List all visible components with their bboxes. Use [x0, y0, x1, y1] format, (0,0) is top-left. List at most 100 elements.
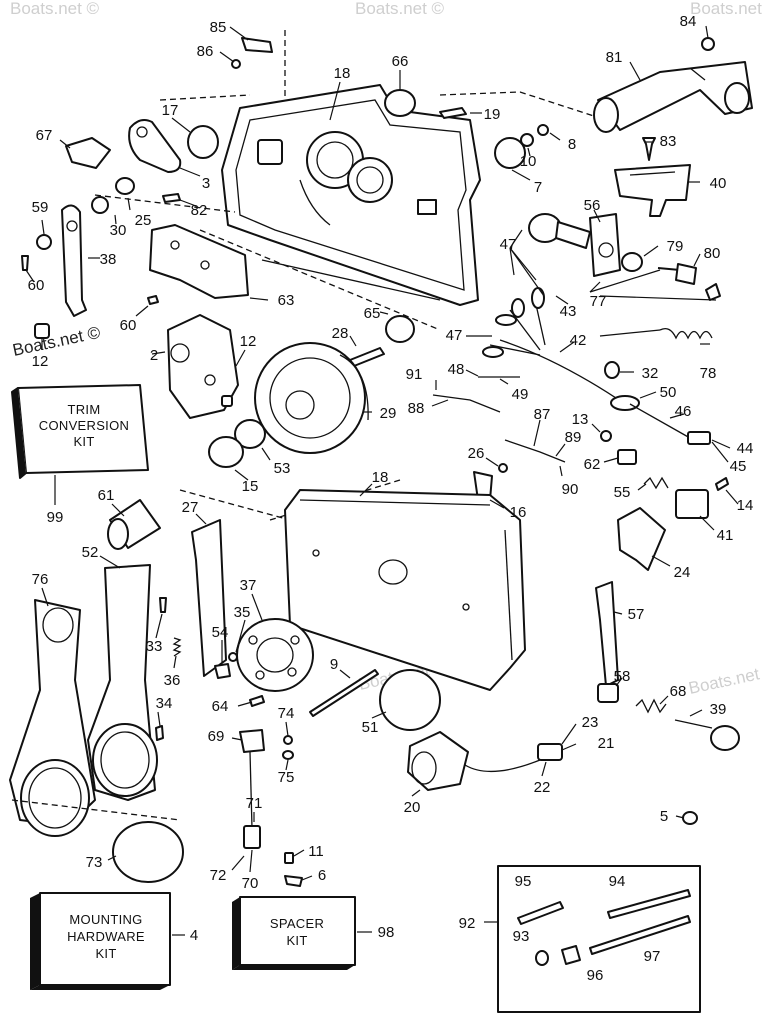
callout-63: 63 — [278, 292, 295, 309]
part-34-screw — [155, 725, 164, 741]
part-50-grommet — [610, 395, 640, 411]
assembly-line — [11, 799, 181, 821]
callout-26: 26 — [468, 445, 485, 462]
callout-54: 54 — [212, 624, 229, 641]
part-29-gear-housing — [254, 342, 369, 454]
callout-41: 41 — [717, 527, 734, 544]
part-30-nut — [91, 196, 109, 214]
upper-control-housing — [221, 84, 481, 306]
callout-7: 7 — [534, 179, 542, 196]
callout-73: 73 — [86, 854, 103, 871]
callout-25: 25 — [135, 212, 152, 229]
callout-24: 24 — [674, 564, 691, 581]
callout-78: 78 — [700, 365, 717, 382]
part-38-lever — [61, 204, 87, 317]
part-27-arm — [191, 519, 227, 677]
part-59-washer — [36, 234, 52, 250]
part-84-nut — [701, 37, 715, 51]
callout-84: 84 — [680, 13, 697, 30]
part-6-clip — [284, 875, 303, 887]
callout-14: 14 — [737, 497, 754, 514]
callout-48: 48 — [448, 361, 465, 378]
callout-52: 52 — [82, 544, 99, 561]
part-5-clip — [682, 811, 698, 825]
callout-47: 47 — [446, 327, 463, 344]
callout-97: 97 — [644, 948, 661, 965]
part-40-bracket — [614, 164, 691, 217]
callout-79: 79 — [667, 238, 684, 255]
part-44-connector — [687, 431, 711, 445]
part-32-clip — [604, 361, 620, 379]
part-9-rod — [309, 669, 379, 717]
callout-82: 82 — [191, 202, 208, 219]
callout-34: 34 — [156, 695, 173, 712]
callout-98: 98 — [378, 924, 395, 941]
part-71-sensor-harness — [239, 729, 265, 849]
callout-42: 42 — [570, 332, 587, 349]
part-60-screw — [147, 295, 159, 305]
part-26-screw — [498, 463, 508, 473]
hardware-group-92 — [497, 865, 701, 1013]
callout-99: 99 — [47, 509, 64, 526]
callout-21: 21 — [598, 735, 615, 752]
callout-numbers: 85 86 84 81 83 40 18 66 19 8 10 7 17 67 … — [28, 13, 754, 892]
part-20-warning-horn — [407, 731, 563, 791]
callout-86: 86 — [197, 43, 214, 60]
callout-13: 13 — [572, 411, 589, 428]
part-14-screw — [715, 477, 729, 491]
callout-55: 55 — [614, 484, 631, 501]
part-79-nut — [621, 252, 643, 272]
callout-37: 37 — [240, 577, 257, 594]
callout-94: 94 — [609, 873, 626, 890]
part-54-clip — [214, 663, 231, 679]
callout-38: 38 — [100, 251, 117, 268]
part-17-clip — [187, 125, 219, 159]
part-37-ring — [236, 618, 314, 692]
callout-59: 59 — [32, 199, 49, 216]
kit-label: MOUNTING — [69, 912, 142, 927]
callout-44: 44 — [737, 440, 754, 457]
kit-label: KIT — [73, 434, 94, 449]
callout-67: 67 — [36, 127, 53, 144]
part-43-ignition-switch — [528, 213, 591, 249]
callout-85: 85 — [210, 19, 227, 36]
part-78-lanyard — [599, 327, 713, 340]
callout-74: 74 — [278, 705, 295, 722]
callout-51: 51 — [362, 719, 379, 736]
part-80-key — [657, 263, 697, 285]
callout-43: 43 — [560, 303, 577, 320]
callout-72: 72 — [210, 867, 227, 884]
callout-18: 18 — [372, 469, 389, 486]
callout-33: 33 — [146, 638, 163, 655]
part-19-screw — [439, 107, 467, 119]
callout-92: 92 — [459, 915, 476, 932]
callout-95: 95 — [515, 873, 532, 890]
part-73-disc — [112, 821, 184, 883]
part-36-spring — [172, 637, 182, 657]
trim-conversion-kit: TRIM CONVERSION KIT — [11, 384, 149, 479]
callout-18: 18 — [334, 65, 351, 82]
callout-89: 89 — [565, 429, 582, 446]
assembly-line — [199, 229, 441, 331]
callout-87: 87 — [534, 406, 551, 423]
callout-3: 3 — [202, 175, 210, 192]
part-53-ring — [234, 419, 266, 449]
part-61-knob — [107, 499, 161, 550]
callout-80: 80 — [704, 245, 721, 262]
part-39-switch — [674, 719, 740, 751]
spacer-kit: SPACER KIT — [232, 896, 356, 970]
callout-46: 46 — [675, 403, 692, 420]
part-12-plug — [221, 395, 233, 407]
watermark: Boats.net © — [690, 0, 763, 18]
callout-27: 27 — [182, 499, 199, 516]
callout-32: 32 — [642, 365, 659, 382]
part-25-washer — [115, 177, 135, 195]
callout-12: 12 — [240, 333, 257, 350]
part-11-pin — [284, 852, 294, 864]
callout-60: 60 — [28, 277, 45, 294]
part-28-screw — [349, 347, 385, 367]
part-12-bushing — [34, 323, 50, 339]
part-55-spring — [643, 476, 669, 490]
callout-49: 49 — [512, 386, 529, 403]
part-85-bracket — [231, 37, 273, 69]
